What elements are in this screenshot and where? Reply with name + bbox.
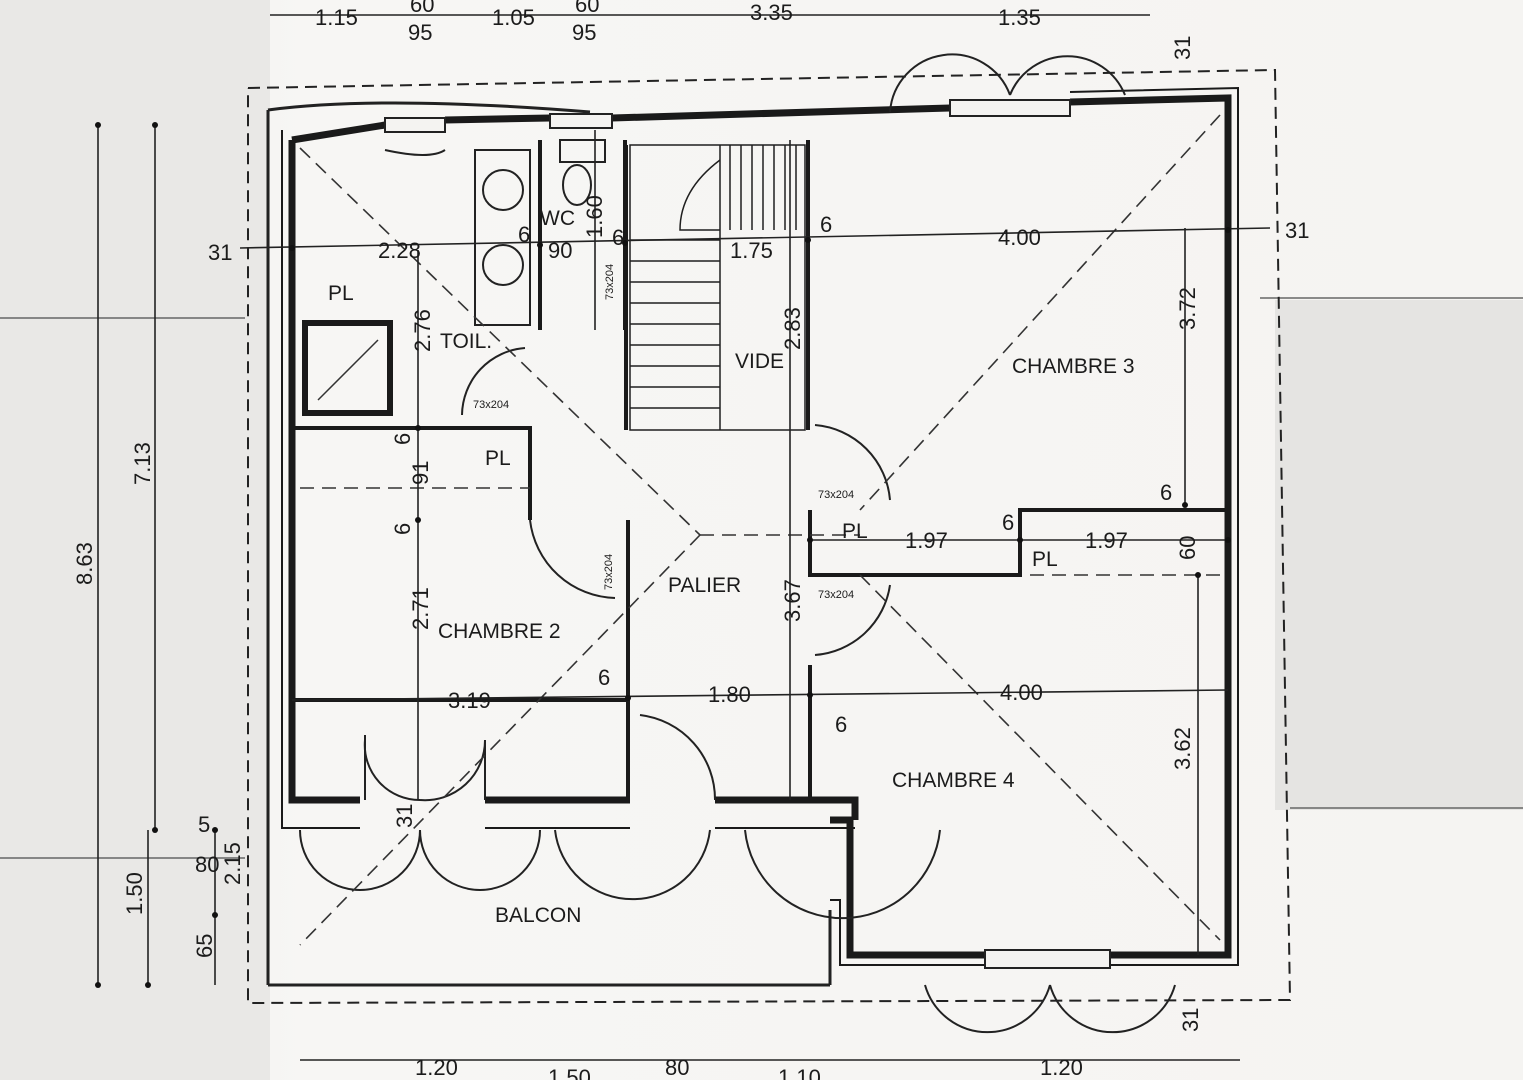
room-label-toilette: TOIL. xyxy=(440,330,492,353)
door-size-label: 73x204 xyxy=(473,399,509,411)
page-shade-right xyxy=(1275,300,1523,810)
dim-label: 31 xyxy=(1178,1008,1203,1032)
door-size-label: 73x204 xyxy=(818,589,854,601)
dim-label: 1.97 xyxy=(905,528,948,553)
dim-label: 3.62 xyxy=(1170,727,1195,770)
dim-label: 2.76 xyxy=(410,309,435,352)
dim-label: 95 xyxy=(572,20,596,45)
shower xyxy=(302,320,393,416)
exterior-walls xyxy=(288,94,1232,959)
dim-label: 1.80 xyxy=(708,682,751,707)
cupboard-label: PL xyxy=(328,282,354,305)
dim-label: 1.10 xyxy=(778,1065,821,1080)
dim-label: 1.60 xyxy=(582,195,607,238)
door-swings xyxy=(299,53,1176,1034)
washbasins xyxy=(474,149,531,326)
dim-label: 3.72 xyxy=(1175,287,1200,330)
dim-label: 3.67 xyxy=(780,579,805,622)
dim-label: 60 xyxy=(410,0,434,17)
dim-label: 90 xyxy=(548,238,572,263)
cupboard-label: PL xyxy=(842,520,868,543)
room-label-chambre-2: CHAMBRE 2 xyxy=(438,620,561,643)
room-label-wc: WC xyxy=(540,207,575,230)
dim-label: 1.50 xyxy=(122,872,147,915)
dim-label: 4.00 xyxy=(998,225,1041,250)
dim-label: 4.00 xyxy=(1000,680,1043,705)
dim-label: 2.83 xyxy=(780,307,805,350)
door-size-label: 73x204 xyxy=(603,554,615,590)
dim-label: 6 xyxy=(612,225,624,250)
dim-label: 6 xyxy=(1160,480,1172,505)
room-label-vide: VIDE xyxy=(735,350,784,373)
dim-label: 31 xyxy=(208,240,232,265)
dim-label: 6 xyxy=(390,433,415,445)
dim-label: 6 xyxy=(820,212,832,237)
dim-label: 2.28 xyxy=(378,238,421,263)
dim-label: 80 xyxy=(665,1055,689,1080)
interior-walls xyxy=(292,140,1228,800)
dim-label: 6 xyxy=(518,222,530,247)
room-label-chambre-4: CHAMBRE 4 xyxy=(892,769,1015,792)
dim-label: 31 xyxy=(1170,36,1195,60)
dim-label: 91 xyxy=(408,461,433,485)
dim-label: 1.97 xyxy=(1085,528,1128,553)
dim-label: 6 xyxy=(1002,510,1014,535)
dim-label: 1.20 xyxy=(415,1055,458,1080)
dim-label: 7.13 xyxy=(130,442,155,485)
dim-label: 95 xyxy=(408,20,432,45)
room-label-chambre-3: CHAMBRE 3 xyxy=(1012,355,1135,378)
dimension-lines xyxy=(97,14,1271,1061)
dimension-ticks xyxy=(95,122,1231,988)
door-size-label: 73x204 xyxy=(818,489,854,501)
dim-label: 31 xyxy=(392,804,417,828)
dim-label: 60 xyxy=(1175,536,1200,560)
dim-label: 8.63 xyxy=(72,542,97,585)
wall-top-curve xyxy=(267,101,591,114)
dim-label: 1.15 xyxy=(315,5,358,30)
windows xyxy=(384,99,1111,969)
dim-label: 3.19 xyxy=(448,688,491,713)
dim-label: 2.15 xyxy=(220,842,245,885)
dim-label: 1.50 xyxy=(548,1065,591,1080)
dim-label: 80 xyxy=(195,852,219,877)
dim-label: 1.05 xyxy=(492,5,535,30)
exterior-walls-outer xyxy=(281,86,1239,966)
dim-label: 6 xyxy=(835,712,847,737)
dim-label: 65 xyxy=(192,934,217,958)
dim-label: 6 xyxy=(390,523,415,535)
dim-label: 60 xyxy=(575,0,599,17)
dim-label: 3.35 xyxy=(750,0,793,25)
dim-label: 1.75 xyxy=(730,238,773,263)
cupboard-label: PL xyxy=(485,447,511,470)
dim-label: 6 xyxy=(598,665,610,690)
dim-label: 1.35 xyxy=(998,5,1041,30)
dim-label: 1.20 xyxy=(1040,1055,1083,1080)
cupboard-label: PL xyxy=(1032,548,1058,571)
toilet-fixture xyxy=(559,139,606,206)
staircase xyxy=(629,144,806,431)
page-shade-left xyxy=(0,0,270,1080)
dim-label: 2.71 xyxy=(408,587,433,630)
room-label-palier: PALIER xyxy=(668,574,741,597)
diagonal-lines xyxy=(299,114,1221,946)
dim-label: 31 xyxy=(1285,218,1309,243)
roof-outline xyxy=(247,68,1292,1005)
door-size-label: 73x204 xyxy=(604,264,616,300)
room-label-balcon: BALCON xyxy=(495,904,581,927)
dim-label: 5 xyxy=(198,812,210,837)
